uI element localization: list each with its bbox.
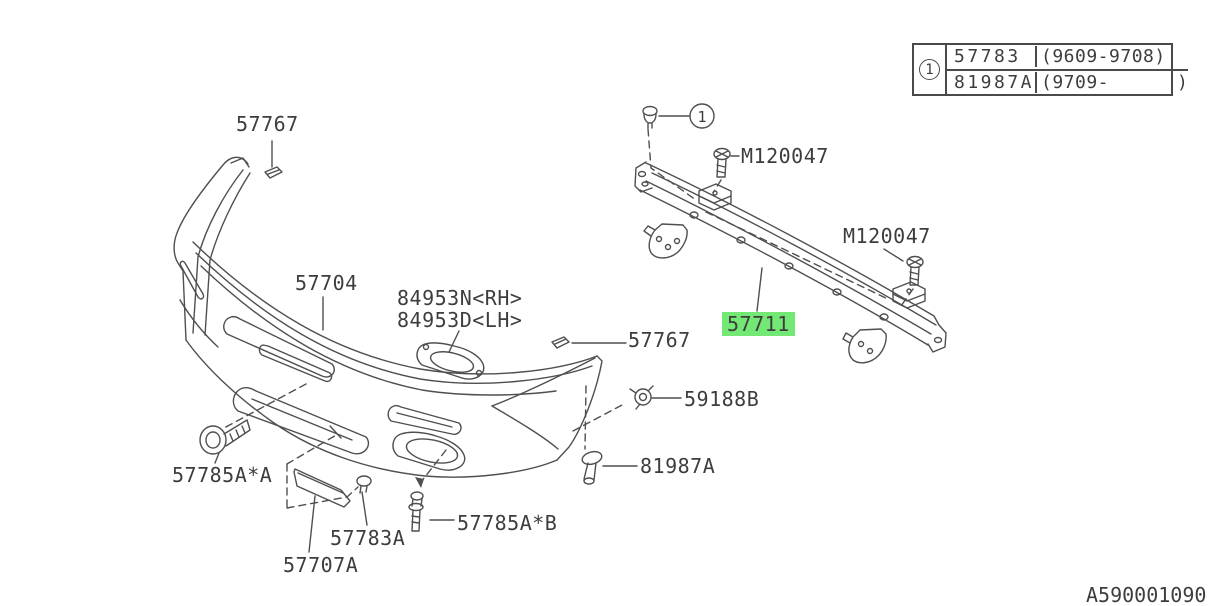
- part-label-57783a[interactable]: 57783A: [330, 526, 406, 550]
- clip-81987a-icon: [581, 450, 603, 485]
- arrowhead: [415, 477, 424, 488]
- part-number-cell[interactable]: 57783: [954, 46, 1021, 68]
- callout-1-badge: 1: [919, 59, 940, 80]
- part-label-m120047-top[interactable]: M120047: [741, 144, 829, 168]
- grommet-59188b-icon: [629, 385, 654, 410]
- part-label-57767-top[interactable]: 57767: [236, 112, 299, 136]
- bumper-drawing: [173, 156, 603, 478]
- date-range-cell: (9609-9708): [1035, 46, 1188, 68]
- leader-lines: [214, 115, 904, 553]
- table-row[interactable]: 81987A (9709- ): [947, 71, 1188, 95]
- fog-cover-drawing: [416, 342, 485, 380]
- screw-m120047-top-icon: [713, 147, 731, 178]
- callout-1-number: 1: [697, 108, 706, 126]
- part-label-57785a-b[interactable]: 57785A*B: [457, 511, 558, 535]
- callout-1-circle: [689, 103, 715, 129]
- reference-table: 1 57783 (9609-9708) 81987A (9709- ): [912, 43, 1189, 96]
- reference-table-callout-cell: 1: [914, 45, 947, 94]
- clip-top-callout-icon: [642, 105, 658, 129]
- part-number-cell[interactable]: 81987A: [954, 71, 1035, 93]
- part-label-59188b[interactable]: 59188B: [684, 387, 760, 411]
- part-label-57767-mid[interactable]: 57767: [628, 328, 691, 352]
- part-label-84953-group: 84953N<RH> 84953D<LH>: [397, 287, 522, 331]
- dashed-lines: [223, 128, 914, 509]
- clip-57783a-icon: [356, 475, 372, 494]
- screw-m120047-right-icon: [906, 255, 924, 286]
- beam-drawing: [634, 161, 947, 364]
- table-row[interactable]: 57783 (9609-9708): [947, 45, 1189, 71]
- drawing-number: A590001090: [1086, 583, 1207, 606]
- part-label-m120047-right[interactable]: M120047: [843, 224, 931, 248]
- bolt-57785a-b-icon: [408, 491, 424, 532]
- reference-table-rows: 57783 (9609-9708) 81987A (9709- ): [947, 45, 1189, 95]
- clip-57767-mid-icon: [551, 336, 570, 349]
- molding-57707a-icon: [293, 468, 351, 508]
- part-label-84953n-rh[interactable]: 84953N<RH>: [397, 286, 523, 310]
- part-label-57785a-a[interactable]: 57785A*A: [172, 463, 273, 487]
- part-label-57704[interactable]: 57704: [295, 271, 358, 295]
- date-range-cell: (9709- ): [1035, 71, 1188, 93]
- part-label-57707a[interactable]: 57707A: [283, 553, 359, 577]
- clip-57767-top-icon: [264, 166, 283, 179]
- screw-57785a-a-icon: [199, 419, 251, 455]
- part-label-57711-highlighted[interactable]: 57711: [722, 312, 795, 336]
- part-label-81987a[interactable]: 81987A: [640, 454, 716, 478]
- part-label-84953d-lh[interactable]: 84953D<LH>: [397, 308, 523, 332]
